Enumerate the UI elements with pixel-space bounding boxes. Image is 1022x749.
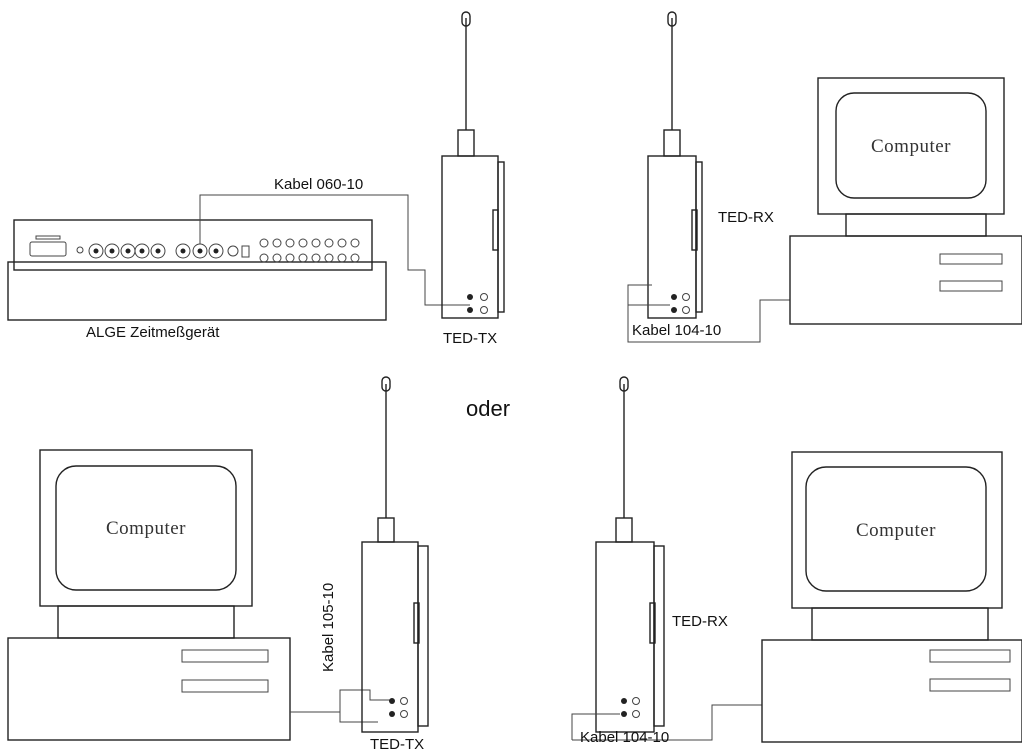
computer-bottom-left — [7, 449, 291, 741]
ted-rx-bottom — [595, 376, 665, 733]
cable-105-10-b — [339, 689, 392, 712]
cable-104-10-bottom-line — [572, 704, 762, 741]
cable-104-10-top-a — [627, 284, 670, 306]
ted-tx-bottom — [361, 376, 429, 733]
cable-104-10-bottom-a — [571, 713, 620, 740]
cable-104-10-top-line — [627, 285, 790, 343]
cable-060-10-line — [199, 194, 470, 306]
cable-060-10-label: Kabel 060-10 — [274, 176, 363, 193]
cable-104-10-bottom-label: Kabel 104-10 — [580, 729, 669, 746]
cable-105-10-line — [290, 711, 378, 723]
computer-bottom-right — [761, 451, 1022, 743]
cable-105-10-label: Kabel 105-10 — [320, 583, 337, 672]
computer-top-right-screen: Computer — [871, 136, 951, 157]
computer-top-right — [789, 77, 1022, 325]
ted-tx-bottom-label: TED-TX — [370, 736, 424, 749]
or-label: oder — [466, 396, 510, 421]
ted-rx-top — [647, 11, 703, 319]
alge-timer-device — [7, 219, 387, 321]
timer-label: ALGE Zeitmeßgerät — [86, 324, 220, 341]
ted-rx-bottom-label: TED-RX — [672, 613, 728, 630]
computer-bottom-left-screen: Computer — [106, 518, 186, 539]
computer-bottom-right-screen: Computer — [856, 520, 936, 541]
ted-tx-top-label: TED-TX — [443, 330, 497, 347]
ted-tx-top — [441, 11, 505, 319]
ted-rx-top-label: TED-RX — [718, 209, 774, 226]
cable-104-10-top-label: Kabel 104-10 — [632, 322, 721, 339]
banana-jacks — [259, 238, 360, 263]
